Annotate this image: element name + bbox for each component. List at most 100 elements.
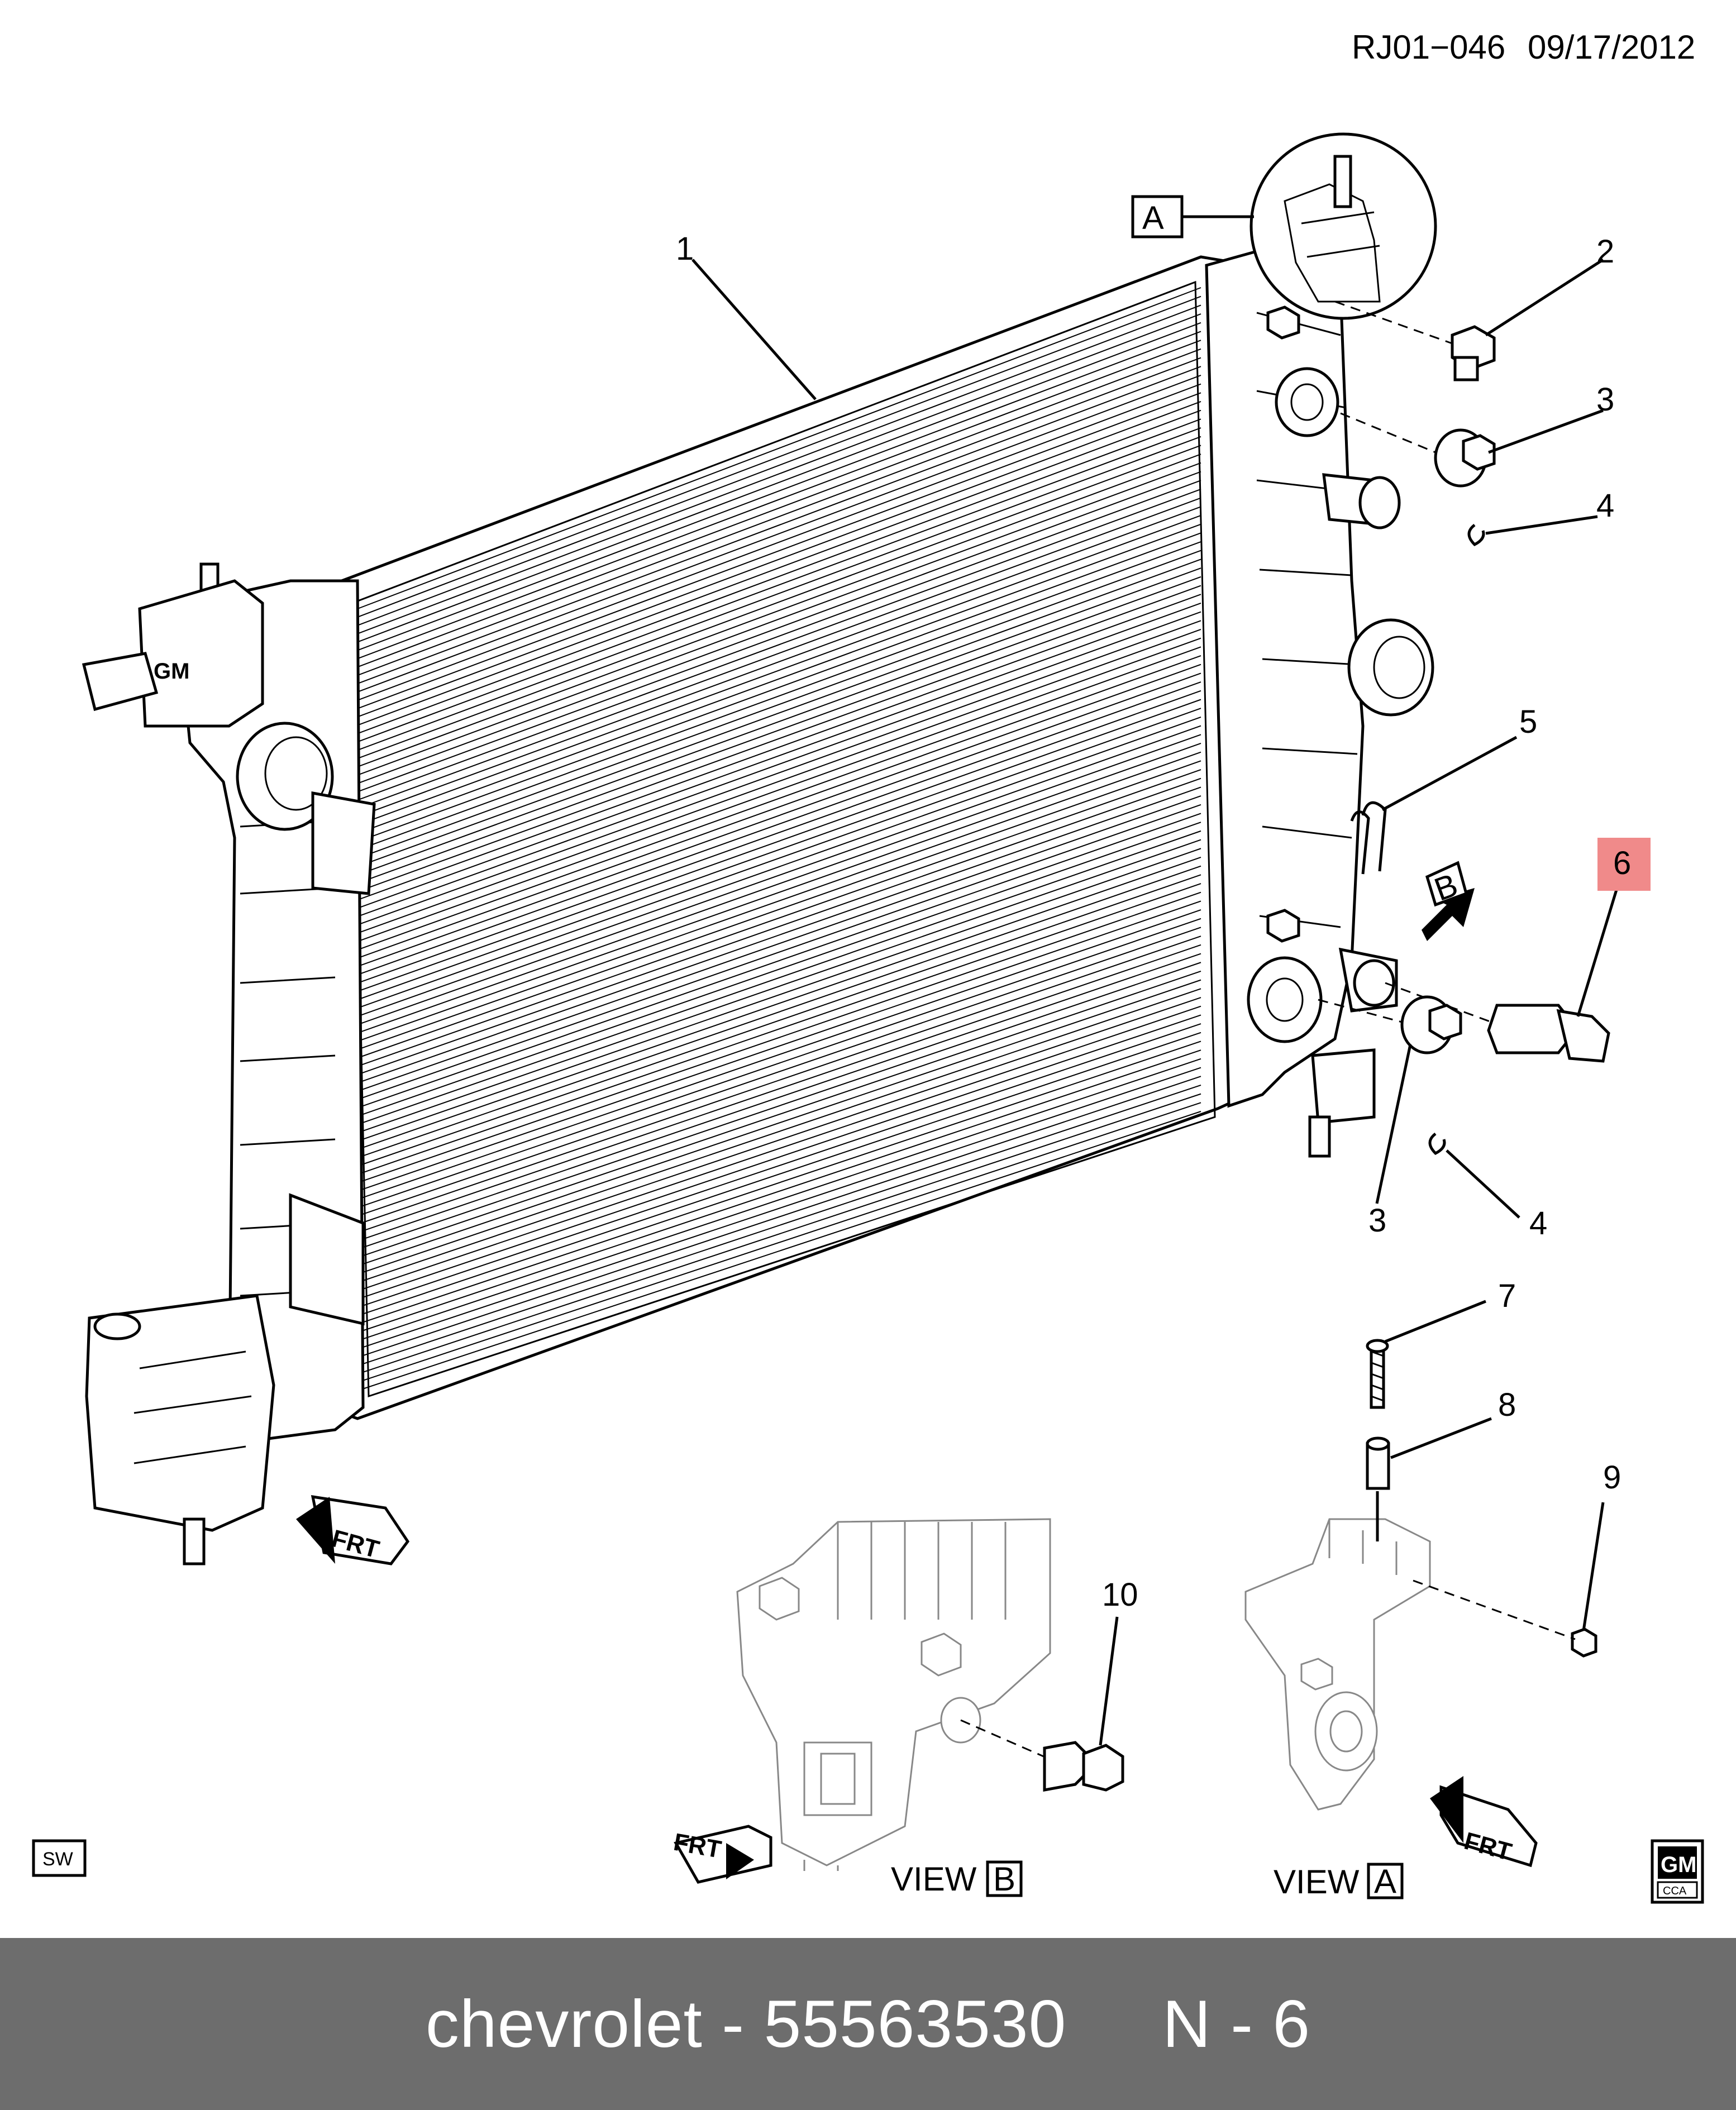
view-a-marker-letter: A <box>1142 200 1164 236</box>
radiator-fin <box>357 523 1201 834</box>
radiator-fin <box>357 760 1201 1059</box>
radiator-fin <box>357 900 1201 1192</box>
radiator-fin <box>357 725 1201 1025</box>
view-a-label-letter: A <box>1374 1863 1396 1900</box>
radiator-fin <box>357 409 1201 726</box>
radiator-fin <box>357 891 1201 1183</box>
radiator-fin <box>357 585 1201 892</box>
radiator-fin <box>357 1111 1201 1391</box>
right-mount-pin <box>1308 1115 1331 1158</box>
radiator-fin <box>357 743 1201 1042</box>
radiator-fin <box>357 997 1201 1283</box>
radiator-fin <box>357 637 1201 942</box>
radiator-fin <box>357 611 1201 918</box>
radiator-fin <box>357 716 1201 1017</box>
view-b-label-letter: B <box>993 1860 1015 1898</box>
view-a-label-box <box>1367 1863 1404 1899</box>
sw-badge: SW <box>32 1839 87 1877</box>
view-a-detail: FRT VIEW A <box>1244 1491 1576 1901</box>
radiator-gm-emblem: GM <box>154 659 189 684</box>
detail-a-circle <box>1249 132 1437 320</box>
radiator-fin <box>357 340 1201 660</box>
radiator-fin <box>357 874 1201 1167</box>
footer-brand: chevrolet <box>425 1987 703 2061</box>
right-tank-outlet-neck <box>1347 618 1434 717</box>
radiator-fin <box>357 313 1201 634</box>
detail-a-magnifier: A <box>1131 132 1437 320</box>
radiator-fin <box>357 918 1201 1209</box>
grommet-item-3-lower <box>1400 995 1462 1054</box>
radiator-fin <box>357 436 1201 751</box>
callout-7: 7 <box>1498 1278 1516 1314</box>
radiator-fin <box>357 953 1201 1242</box>
left-tank-inlet-neck <box>236 722 334 831</box>
view-a-label: VIEW <box>1274 1863 1360 1901</box>
radiator-fin <box>357 383 1201 701</box>
radiator-fin <box>357 567 1201 876</box>
callout-8: 8 <box>1498 1387 1516 1423</box>
radiator-fin <box>357 418 1201 734</box>
view-b-arrow-marker: B <box>1422 861 1475 941</box>
radiator-fins <box>357 287 1201 1391</box>
radiator-fin <box>357 663 1201 967</box>
radiator-fin <box>357 909 1201 1200</box>
radiator-fin <box>357 515 1201 826</box>
radiator-fin <box>357 602 1201 909</box>
grommet-item-3-upper <box>1434 428 1496 488</box>
radiator-fin <box>357 471 1201 784</box>
callout-3-lower: 3 <box>1368 1202 1386 1239</box>
left-tank-housing <box>138 579 264 728</box>
nut-item-9 <box>1571 1627 1597 1658</box>
radiator-fin <box>357 1058 1201 1342</box>
radiator-fin <box>357 1084 1201 1367</box>
view-b-label: VIEW <box>891 1860 977 1898</box>
radiator-fin <box>357 453 1201 767</box>
view-b-label-box <box>986 1860 1023 1897</box>
leader-lines <box>691 258 1619 1746</box>
radiator-fin <box>357 304 1201 626</box>
radiator-fin <box>357 848 1201 1142</box>
footer-text: chevrolet - 55563530 N - 6 <box>426 1985 1310 2063</box>
callout-6: 6 <box>1613 845 1631 881</box>
radiator-fin <box>357 988 1201 1275</box>
radiator: GM <box>82 250 1434 1565</box>
radiator-fin <box>357 786 1201 1083</box>
clip-item-4-upper <box>1467 524 1485 547</box>
radiator-fin <box>357 944 1201 1233</box>
radiator-fin <box>357 1076 1201 1358</box>
callout-4-upper: 4 <box>1596 488 1614 524</box>
view-b-detail: FRT VIEW B <box>671 1518 1124 1898</box>
radiator-fin <box>357 979 1201 1267</box>
footer-gap <box>1066 1987 1162 2061</box>
radiator-fin <box>357 857 1201 1151</box>
radiator-fin <box>357 1093 1201 1375</box>
radiator-fin <box>357 813 1201 1109</box>
radiator-fin <box>357 357 1201 676</box>
radiator-fin <box>357 348 1201 668</box>
left-tank-connector <box>82 652 159 712</box>
radiator-fin <box>357 655 1201 959</box>
radiator-fin <box>357 883 1201 1175</box>
callout-5: 5 <box>1519 704 1537 740</box>
radiator-fin <box>357 690 1201 992</box>
radiator-fin <box>357 629 1201 934</box>
radiator-fin <box>357 550 1201 859</box>
radiator-fin <box>357 576 1201 884</box>
radiator-fin <box>357 541 1201 851</box>
radiator-fin <box>357 830 1201 1125</box>
lower-grommet-boss <box>1247 956 1323 1043</box>
radiator-fin <box>357 962 1201 1250</box>
callout-6-highlight <box>1597 838 1651 891</box>
radiator-fin <box>357 1023 1201 1309</box>
bolt-item-2 <box>1451 325 1496 381</box>
diagram-date: 09/17/2012 <box>1528 28 1695 66</box>
radiator-fin <box>357 401 1201 718</box>
radiator-fin <box>357 1005 1201 1292</box>
radiator-fin <box>357 769 1201 1067</box>
callout-1: 1 <box>676 231 694 267</box>
radiator-fin <box>357 1032 1201 1316</box>
radiator-fin <box>357 532 1201 842</box>
footer-part-number: 55563530 <box>764 1987 1067 2061</box>
radiator-fin <box>357 751 1201 1051</box>
drain-valve-item-10 <box>1043 1741 1124 1792</box>
